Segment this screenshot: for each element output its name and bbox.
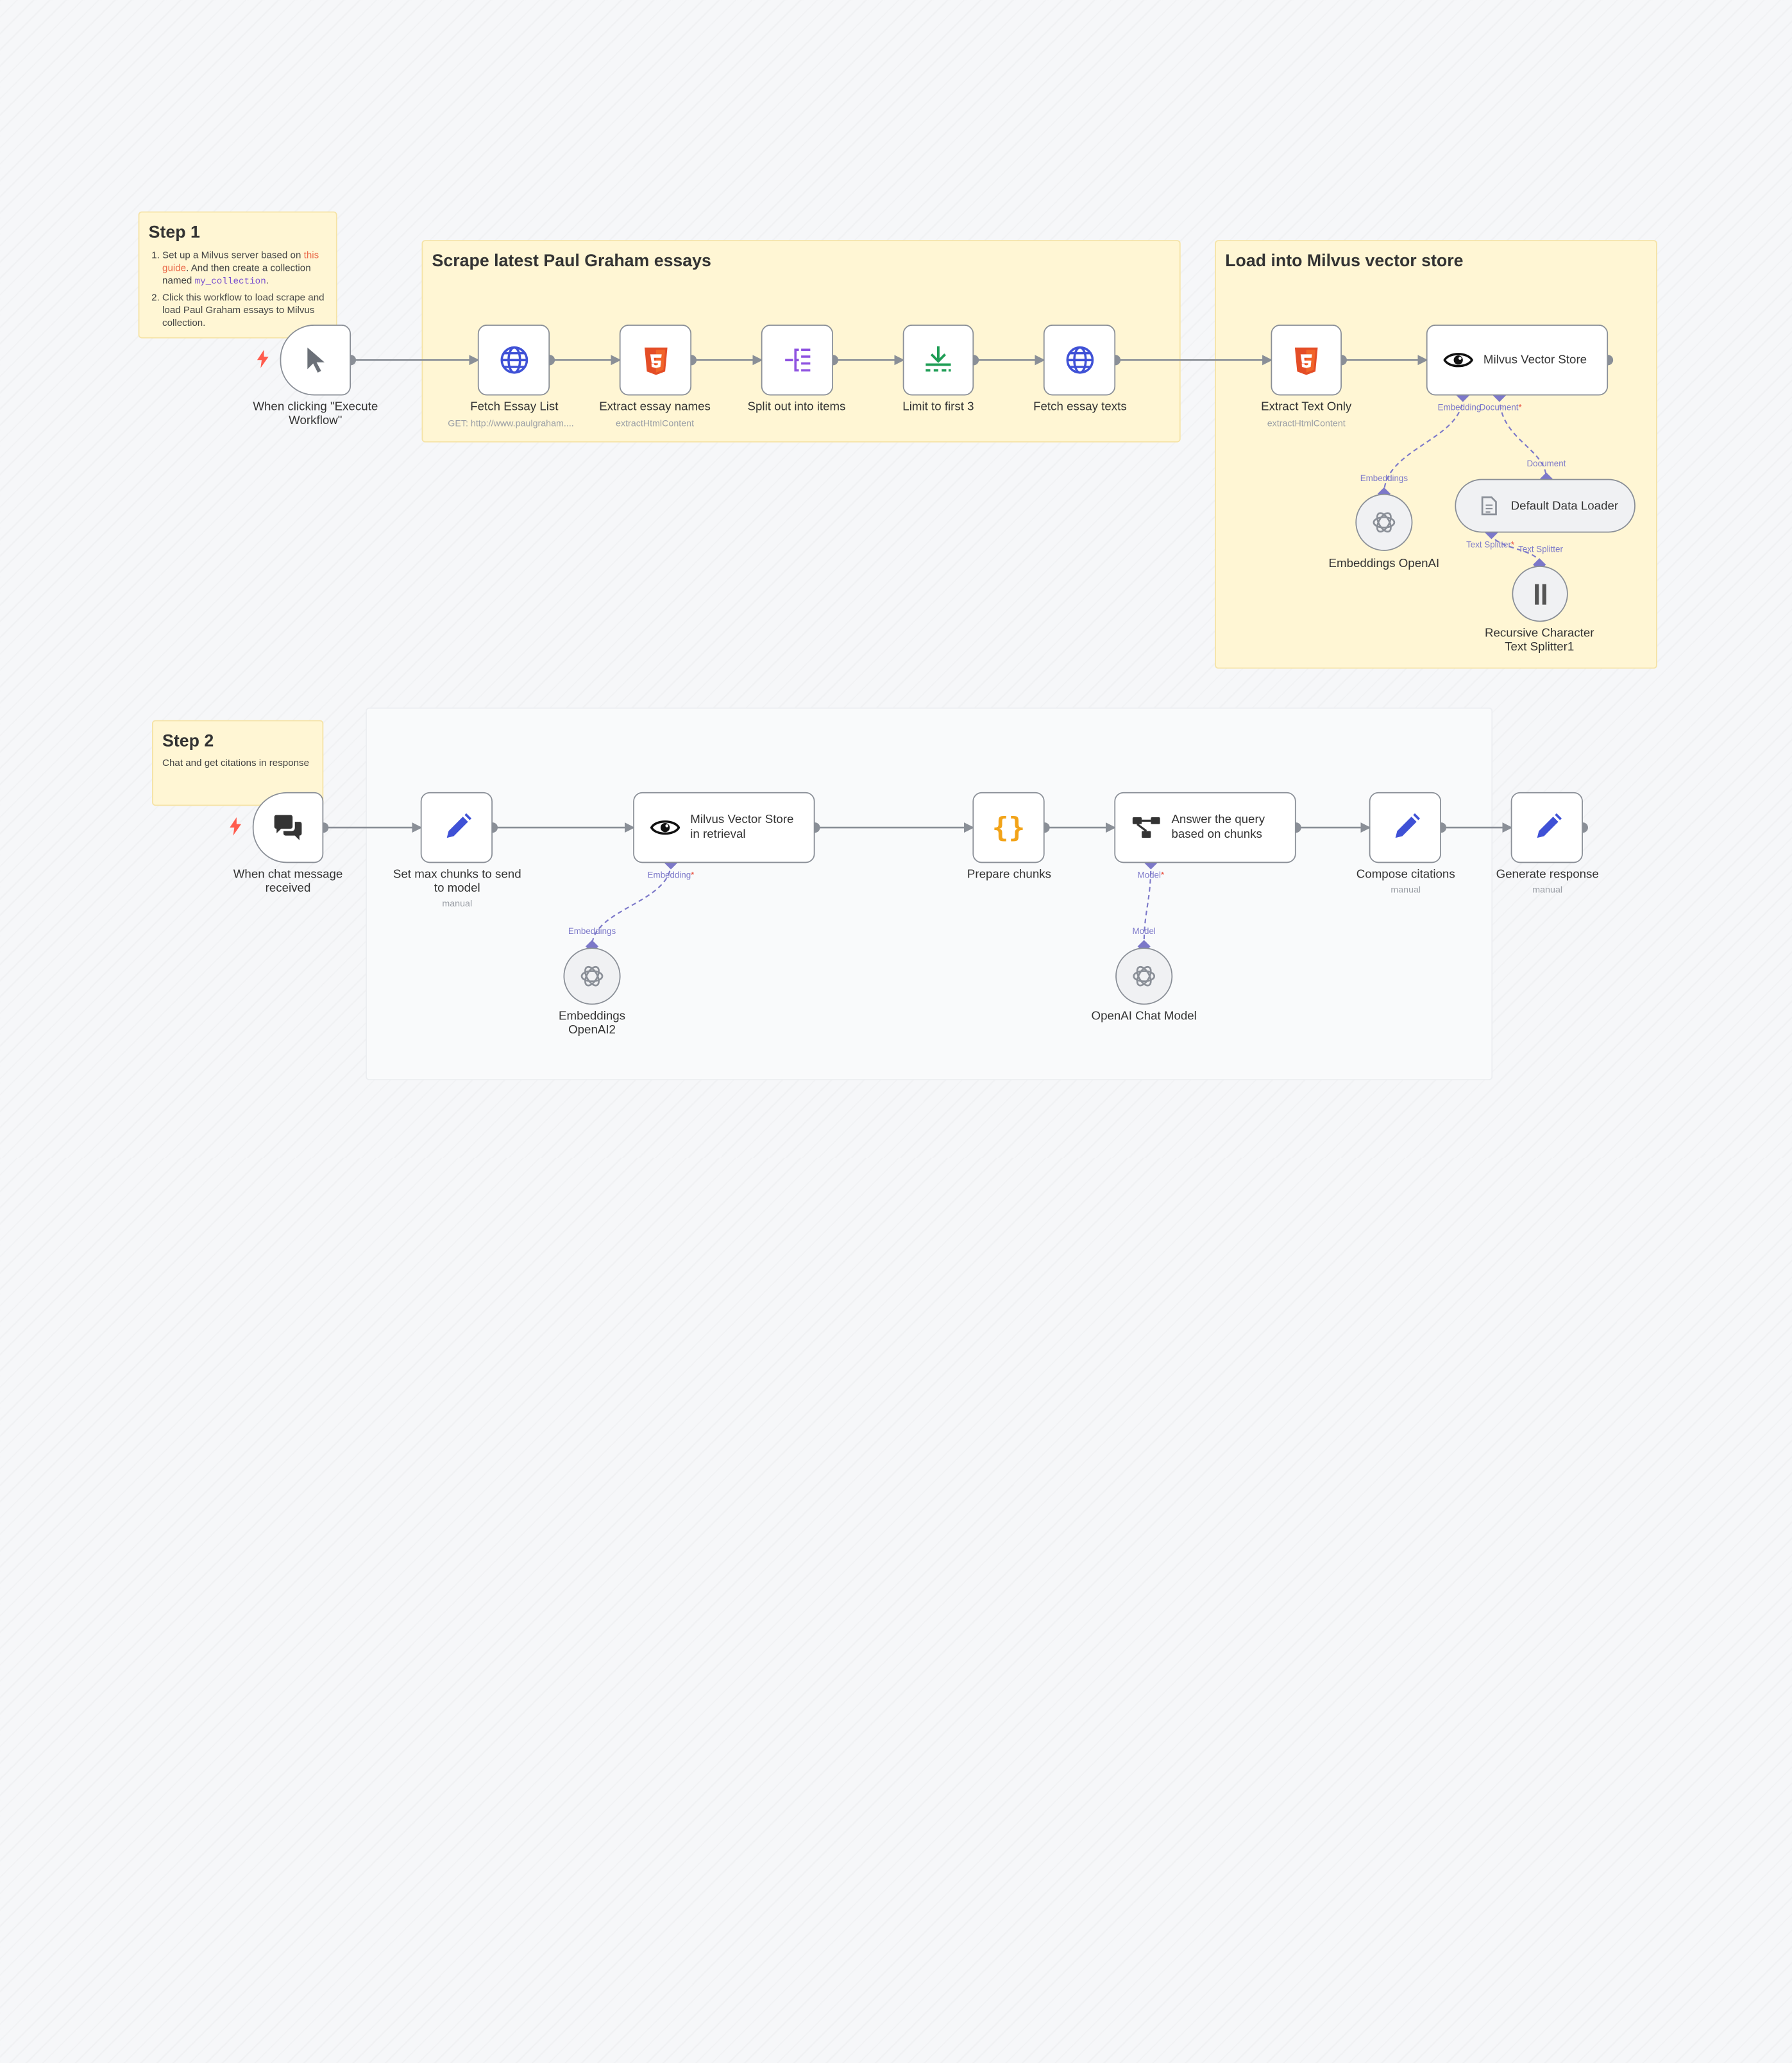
openai-icon — [580, 965, 604, 987]
chat-trigger-bolt-icon — [230, 817, 241, 836]
generate-response-node[interactable] — [1510, 792, 1583, 863]
html5-icon — [1294, 347, 1318, 375]
fetch-essay-texts-node[interactable] — [1043, 325, 1116, 396]
milvus-retrieval-node[interactable]: Milvus Vector Store in retrieval — [633, 792, 815, 863]
fetch-essay-list-node[interactable] — [477, 325, 550, 396]
extract-essay-names-label: Extract essay names — [599, 400, 711, 414]
port-answer-model: Model* — [1137, 870, 1165, 881]
embeddings-openai-label: Embeddings OpenAI — [1328, 556, 1440, 571]
pencil-icon — [1536, 813, 1562, 838]
embeddings-openai-node[interactable] — [1355, 493, 1413, 551]
limit-node[interactable] — [902, 325, 974, 396]
port-embeddings2-out: Embeddings — [568, 926, 616, 937]
split-out-label: Split out into items — [747, 400, 846, 414]
port-loader-document: Document — [1526, 458, 1566, 469]
port-splitter-out: Text Splitter — [1518, 544, 1563, 555]
eye-icon — [1443, 353, 1473, 368]
guide-link[interactable]: this guide — [162, 249, 319, 273]
port-embeddings-out: Embeddings — [1360, 473, 1408, 484]
fetch-essay-list-subtitle: GET: http://www.paulgraham.... — [448, 418, 574, 429]
collection-name: my_collection — [194, 276, 266, 287]
text-splitter-label: Recursive Character Text Splitter1 — [1484, 626, 1594, 654]
trigger-bolt-icon — [257, 350, 269, 368]
answer-query-node[interactable]: Answer the query based on chunks — [1114, 792, 1296, 863]
answer-query-label: Answer the query based on chunks — [1171, 812, 1265, 842]
milvus-vector-store-label: Milvus Vector Store — [1483, 352, 1587, 367]
extract-text-only-subtitle: extractHtmlContent — [1267, 418, 1346, 429]
globe-icon — [1065, 346, 1094, 374]
step2-body: Chat and get citations in response — [162, 756, 310, 768]
prepare-chunks-node[interactable]: {} — [972, 792, 1045, 863]
code-braces-icon: {} — [992, 811, 1026, 844]
step2-note[interactable]: Step 2 Chat and get citations in respons… — [151, 720, 324, 806]
fetch-essay-list-label: Fetch Essay List — [470, 400, 559, 414]
openai-chat-model-node[interactable] — [1115, 947, 1173, 1005]
embeddings-openai2-label: Embeddings OpenAI2 — [559, 1009, 626, 1037]
compose-citations-label: Compose citations — [1356, 867, 1455, 881]
extract-text-only-label: Extract Text Only — [1261, 400, 1352, 414]
milvus-vector-store-node[interactable]: Milvus Vector Store — [1426, 325, 1609, 396]
extract-essay-names-subtitle: extractHtmlContent — [616, 418, 695, 429]
step1-note[interactable]: Step 1 Set up a Milvus server based on t… — [138, 211, 337, 339]
scrape-group-title: Scrape latest Paul Graham essays — [432, 251, 711, 271]
split-out-node[interactable] — [761, 325, 834, 396]
extract-essay-names-node[interactable] — [619, 325, 692, 396]
port-document: Document* — [1479, 402, 1522, 413]
port-loader-text-splitter: Text Splitter* — [1466, 539, 1515, 550]
default-data-loader-node[interactable]: Default Data Loader — [1455, 479, 1636, 533]
generate-response-label: Generate response — [1496, 867, 1599, 881]
compose-citations-node[interactable] — [1369, 792, 1441, 863]
port-retrieval-embedding: Embedding* — [647, 870, 695, 881]
prepare-chunks-label: Prepare chunks — [967, 867, 1051, 881]
set-chunks-node[interactable] — [420, 792, 493, 863]
openai-icon — [1133, 965, 1156, 987]
default-data-loader-label: Default Data Loader — [1510, 498, 1619, 513]
load-group-title: Load into Milvus vector store — [1225, 251, 1464, 271]
document-icon — [1481, 496, 1497, 516]
text-splitter-node[interactable] — [1512, 566, 1568, 622]
compose-citations-subtitle: manual — [1390, 885, 1421, 896]
extract-text-only-node[interactable] — [1271, 325, 1342, 396]
step1-body: Set up a Milvus server based on this gui… — [149, 249, 332, 332]
step2-title: Step 2 — [162, 731, 214, 751]
openai-icon — [1373, 512, 1396, 533]
step1-item-1: Set up a Milvus server based on this gui… — [162, 249, 332, 288]
milvus-retrieval-label: Milvus Vector Store in retrieval — [690, 812, 794, 842]
port-chat-model-out: Model — [1132, 926, 1156, 937]
pencil-icon — [446, 813, 471, 838]
set-chunks-label: Set max chunks to send to model — [393, 867, 521, 896]
cursor-icon — [307, 347, 325, 373]
generate-response-subtitle: manual — [1532, 885, 1563, 896]
chat-icon — [274, 815, 302, 840]
chat-trigger-node[interactable] — [252, 792, 324, 863]
set-chunks-subtitle: manual — [442, 898, 473, 909]
globe-icon — [500, 346, 528, 374]
split-icon — [784, 348, 810, 372]
embeddings-openai2-node[interactable] — [563, 947, 621, 1005]
load-group[interactable]: Load into Milvus vector store — [1215, 240, 1657, 669]
eye-icon — [650, 820, 680, 835]
chain-icon — [1132, 817, 1160, 838]
limit-label: Limit to first 3 — [902, 400, 974, 414]
chat-group[interactable] — [366, 707, 1493, 1080]
chat-trigger-label: When chat message received — [233, 867, 343, 896]
port-embedding: Embedding — [1437, 402, 1482, 413]
pause-bars-icon — [1534, 583, 1546, 604]
pencil-icon — [1394, 813, 1420, 838]
openai-chat-model-label: OpenAI Chat Model — [1091, 1009, 1197, 1023]
manual-trigger-label: When clicking "Execute Workflow" — [253, 400, 378, 428]
manual-trigger-node[interactable] — [280, 325, 351, 396]
html5-icon — [644, 347, 667, 375]
fetch-essay-texts-label: Fetch essay texts — [1033, 400, 1127, 414]
step1-item-2: Click this workflow to load scrape and l… — [162, 291, 332, 329]
step1-title: Step 1 — [148, 223, 200, 242]
limit-icon — [926, 346, 951, 372]
